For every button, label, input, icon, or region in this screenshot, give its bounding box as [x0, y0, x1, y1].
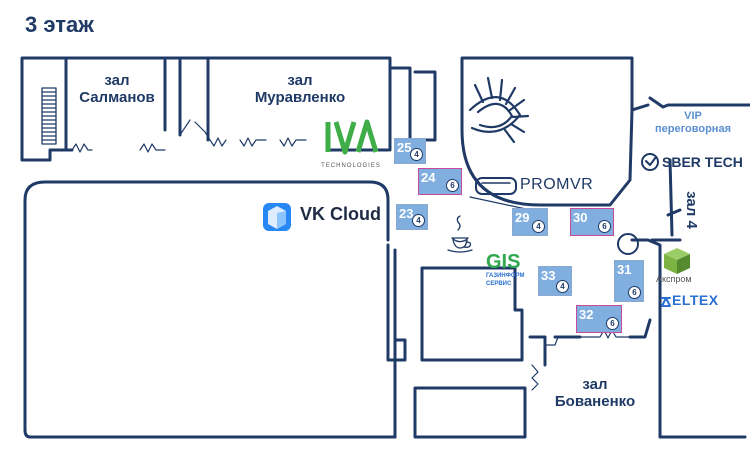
- stand-number: 24: [421, 170, 436, 185]
- eltex-icon: [661, 297, 671, 307]
- right-small-wall: [628, 318, 652, 339]
- page-title: 3 этаж: [25, 12, 94, 37]
- vk-cloud-logo: VK Cloud: [300, 204, 381, 224]
- gis-logo: GIS ГАЗИНФОРМ СЕРВИС: [486, 252, 546, 288]
- sber-tech-logo: SBER TECH: [662, 154, 743, 170]
- stand-size-badge: 4: [412, 214, 425, 227]
- vr-headset-icon: [475, 177, 517, 195]
- gis-logo-sub2: СЕРВИС: [486, 281, 512, 287]
- iva-logo-sub: TECHNOLOGIES: [321, 163, 381, 169]
- stand-24[interactable]: 24 6: [418, 168, 462, 195]
- hall-salmanov-label: зал Салманов: [79, 72, 155, 107]
- promvr-room: [460, 56, 634, 207]
- eltex-logo: ELTEX: [672, 292, 719, 308]
- iva-logo: TECHNOLOGIES: [306, 154, 396, 172]
- stand-23[interactable]: 23 4: [396, 204, 428, 230]
- column-circle: [617, 233, 639, 255]
- iva-logo-mark: [325, 119, 379, 155]
- main-hall-right-walls: [386, 243, 407, 439]
- door-zigzag-bottom: [531, 329, 631, 391]
- top-right-walls: [630, 96, 750, 112]
- inner-room-2: [413, 386, 527, 439]
- stand-size-badge: 6: [606, 317, 619, 330]
- stand-31[interactable]: 31 6: [614, 260, 644, 302]
- coffee-cup-icon: [447, 215, 473, 253]
- stairs-icon: [41, 87, 57, 145]
- spiral-stair-icon: [468, 76, 530, 144]
- hall-muravlenko-label: зал Муравленко: [254, 72, 346, 107]
- stand-32[interactable]: 32 6: [576, 305, 622, 333]
- gis-logo-sub1: ГАЗИНФОРМ: [486, 273, 525, 279]
- hall-bovanenko-label: зал Бованенко: [554, 376, 636, 411]
- stand-29[interactable]: 29 4: [512, 208, 548, 236]
- stand-size-badge: 6: [628, 286, 641, 299]
- stand-number: 25: [397, 140, 412, 155]
- stand-size-badge: 6: [598, 220, 611, 233]
- gis-logo-name: GIS: [486, 251, 521, 273]
- stand-size-badge: 6: [446, 179, 459, 192]
- vk-cloud-icon: [263, 203, 291, 231]
- sber-icon: [641, 153, 659, 171]
- stand-number: 32: [579, 307, 594, 322]
- stand-number: 29: [515, 210, 530, 225]
- stand-number: 31: [617, 262, 632, 277]
- salmanov-walls: [64, 56, 182, 152]
- promvr-logo: PROMVR: [520, 176, 594, 193]
- inner-room: [420, 266, 524, 362]
- stand-size-badge: 4: [556, 280, 569, 293]
- stand-number: 30: [573, 210, 588, 225]
- right-zone-walls: [630, 158, 747, 439]
- stand-size-badge: 4: [532, 220, 545, 233]
- stand-size-badge: 4: [410, 148, 423, 161]
- inner-room-3-wall: [528, 335, 582, 367]
- stand-25[interactable]: 25 4: [394, 138, 426, 164]
- top-rooms-outline: [20, 56, 392, 162]
- main-hall-outline: [23, 180, 397, 439]
- hall-4-label: зал 4: [683, 191, 700, 229]
- stand-30[interactable]: 30 6: [570, 208, 614, 236]
- stand-number: 23: [399, 206, 414, 221]
- stand-number: 33: [541, 268, 556, 283]
- hall-doors-top: [71, 119, 307, 153]
- vip-room-label: VIP переговорная: [655, 110, 731, 135]
- aksprom-icon: [664, 248, 690, 274]
- corridor-walls-top: [388, 66, 437, 142]
- stand-33[interactable]: 33 4: [538, 266, 572, 296]
- aksprom-logo: Акспром: [656, 274, 692, 284]
